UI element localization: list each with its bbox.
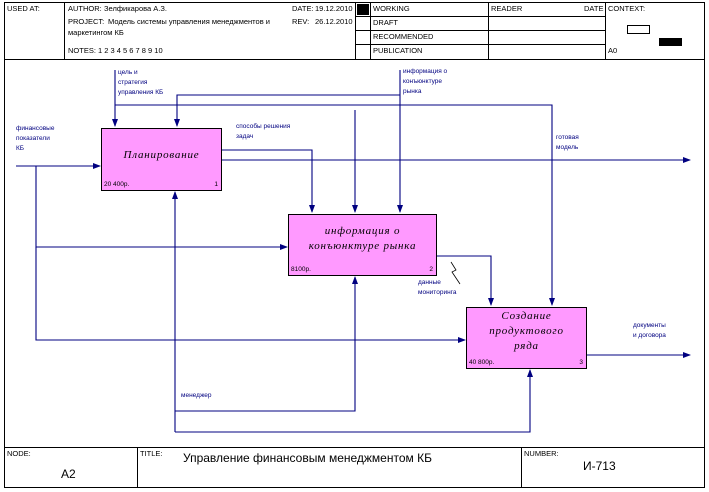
activity-name: Планирование <box>123 149 200 161</box>
number-label: NUMBER: <box>524 449 559 458</box>
arrow-manager-to-info <box>175 276 358 412</box>
label-financial: финансовые показатели КБ <box>16 125 55 152</box>
activity-name-line2: конъюнктуре рынка <box>308 240 417 252</box>
activity-cost: 8100р. <box>291 266 311 273</box>
project-value-line2: маркетингом КБ <box>68 28 124 37</box>
context-label: CONTEXT: <box>608 4 646 13</box>
label-manager: менеджер <box>181 392 212 399</box>
arrow-manager-to-products <box>175 369 533 433</box>
number-value: И-713 <box>583 459 616 473</box>
activity-box-planning[interactable]: Планирование 20 400р. 1 <box>101 128 222 191</box>
activity-name-line3: ряда <box>514 340 539 352</box>
title-label: TITLE: <box>140 449 163 458</box>
reader-date-label: DATE <box>584 4 604 13</box>
node-label: NODE: <box>7 449 31 458</box>
diagram-title: Управление финансовым менеджментом КБ <box>183 451 432 465</box>
activity-number: 3 <box>579 359 583 366</box>
node-value: A2 <box>61 467 76 481</box>
reader-label: READER <box>491 4 523 13</box>
arrow-info-to-products <box>437 255 494 306</box>
activity-cost: 40 800р. <box>469 359 495 366</box>
activity-box-market-info[interactable]: информация о конъюнктуре рынка 8100р. 2 <box>288 214 437 276</box>
date-value: 19.12.2010 <box>315 4 353 13</box>
label-monitoring-data: данные мониторинга <box>418 279 457 296</box>
rev-value: 26.12.2010 <box>315 17 353 26</box>
status-draft: DRAFT <box>373 18 398 27</box>
used-at-label: USED AT: <box>7 4 40 13</box>
activity-name-line2: продуктового <box>489 325 564 337</box>
label-market-info: информация о конъюнктуре рынка <box>403 68 448 95</box>
page-frame <box>4 2 705 488</box>
arrow-marketinfo-to-planning <box>174 94 400 127</box>
label-documents: документы и договора <box>633 322 666 339</box>
date-label: DATE: <box>292 4 314 13</box>
rev-label: REV: <box>292 17 310 26</box>
arrows <box>16 70 691 433</box>
label-strategy: цель и стратегия управления КБ <box>118 69 164 96</box>
notes-label: NOTES: <box>68 46 96 55</box>
label-solution-methods: способы решения задач <box>236 123 291 140</box>
activity-name-line1: Создание <box>501 310 552 322</box>
activity-box-products[interactable]: Создание продуктового ряда 40 800р. 3 <box>466 307 587 369</box>
author-label: AUTHOR: <box>68 4 102 13</box>
status-working: WORKING <box>373 4 410 13</box>
context-node: A0 <box>608 46 618 55</box>
label-ready-model: готовая модель <box>556 134 579 151</box>
activity-number: 2 <box>429 266 433 273</box>
arrow-financial-to-products <box>35 247 466 343</box>
project-label: PROJECT: <box>68 17 105 26</box>
activity-number: 1 <box>214 181 218 188</box>
monitoring-label-squiggle <box>450 261 461 285</box>
status-recommended: RECOMMENDED <box>373 32 434 41</box>
author-value: Зелфикарова А.З. <box>104 4 168 13</box>
arrow-strategy-to-products <box>115 104 555 306</box>
status-publication: PUBLICATION <box>373 46 423 55</box>
activity-cost: 20 400р. <box>104 181 130 188</box>
notes-value: 1 2 3 4 5 6 7 8 9 10 <box>98 46 163 55</box>
activity-name-line1: информация о <box>324 225 401 237</box>
project-value-line1: Модель системы управления менеджментов и <box>108 17 270 26</box>
arrow-methods-to-info <box>222 149 315 213</box>
context-box-outline <box>627 25 650 34</box>
working-status-marker <box>357 4 369 15</box>
context-box-filled <box>659 38 682 46</box>
